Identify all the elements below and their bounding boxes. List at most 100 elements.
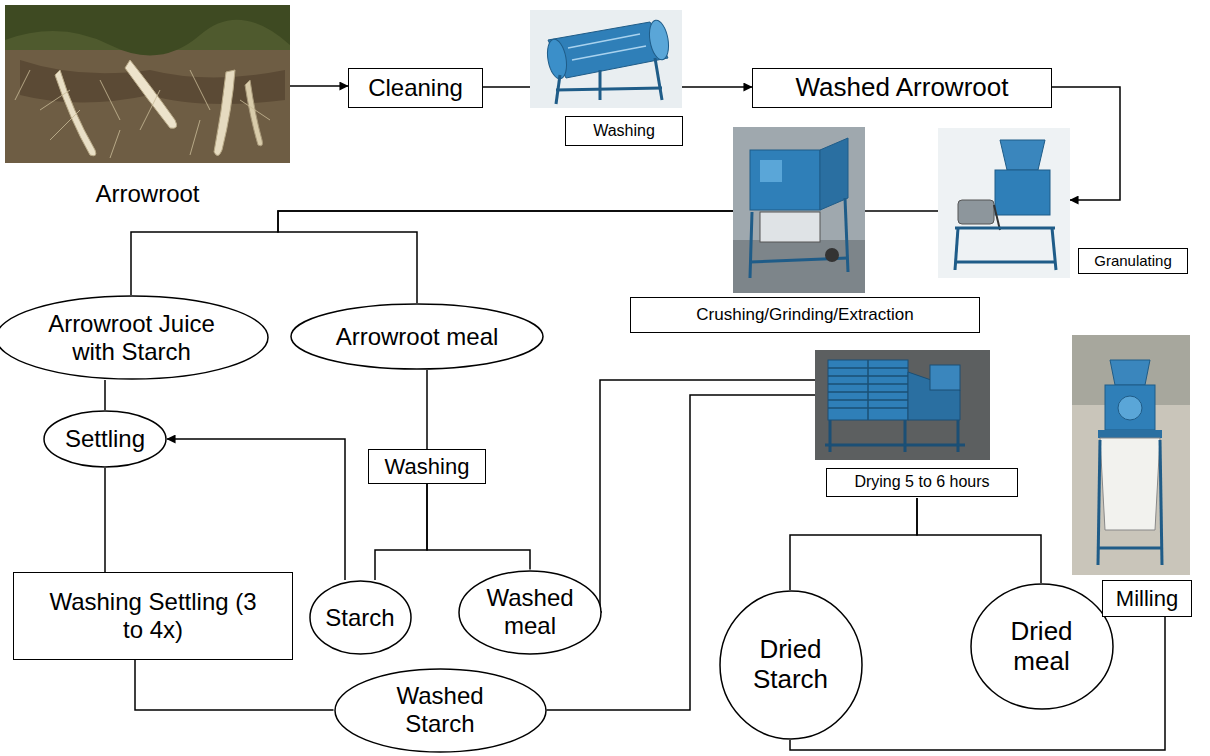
product-ellipse: Starch xyxy=(309,580,412,655)
node-text: Arrowroot xyxy=(95,180,199,208)
node-text: Cleaning xyxy=(368,74,463,102)
text-holder: Washed meal xyxy=(480,584,580,639)
granulator-body xyxy=(995,170,1050,215)
ellipse-shape xyxy=(971,584,1113,709)
machine-node: Washing xyxy=(530,10,682,108)
product-ellipse: Washed meal xyxy=(458,570,602,655)
granulator-photo xyxy=(938,128,1070,278)
photo-floor xyxy=(733,240,865,293)
node-text: Washing Settling (3 to 4x) xyxy=(48,588,258,643)
mill-hopper xyxy=(1110,360,1150,385)
node-text: Dried meal xyxy=(992,617,1092,677)
connector xyxy=(600,380,815,612)
photo-ground xyxy=(5,5,290,163)
rhizome xyxy=(125,60,177,128)
node-text: Drying 5 to 6 hours xyxy=(854,473,989,491)
crusher-body xyxy=(750,150,820,210)
product-ellipse: Dried meal xyxy=(970,583,1114,710)
step-label-box: Washing xyxy=(565,116,683,146)
mill-plate xyxy=(1118,396,1142,420)
mill-head xyxy=(1105,385,1155,430)
text-holder: Dried meal xyxy=(992,617,1092,677)
product-ellipse: Arrowroot Juice with Starch xyxy=(0,295,269,380)
node-text: Arrowroot Juice with Starch xyxy=(34,310,229,365)
arrowroot-photo xyxy=(5,5,290,163)
photo-ground xyxy=(1072,335,1190,575)
granulator-hopper xyxy=(1000,140,1045,170)
connector xyxy=(483,86,530,88)
crusher-tray xyxy=(760,212,820,242)
washer-shine xyxy=(568,34,646,60)
step-label-box: Drying 5 to 6 hours xyxy=(826,468,1018,497)
dryer-stand xyxy=(825,420,965,452)
ellipse-shape xyxy=(291,304,543,369)
granulator-belt xyxy=(994,205,1000,230)
crusher-window xyxy=(760,160,782,182)
washer-stand xyxy=(556,58,662,104)
connector xyxy=(1052,87,1120,200)
crusher-photo xyxy=(733,127,865,293)
crusher-wheel xyxy=(825,248,839,262)
photo-ground xyxy=(938,128,1070,278)
ellipse-shape xyxy=(44,411,166,467)
text-holder: Washed Starch xyxy=(365,682,515,737)
root-hairs xyxy=(15,70,270,158)
connector xyxy=(290,85,348,87)
washer-photo xyxy=(530,10,682,108)
connector xyxy=(278,211,733,303)
text-holder: Arrowroot xyxy=(5,180,290,208)
rhizome xyxy=(55,70,96,156)
dryer-cabinet xyxy=(828,360,908,420)
dryer-trays xyxy=(828,360,908,420)
product-ellipse: Arrowroot meal xyxy=(290,303,544,370)
ellipse-shape xyxy=(720,591,862,739)
crusher-stand xyxy=(750,198,848,278)
connector xyxy=(682,86,752,88)
process-box: Cleaning xyxy=(348,68,483,108)
text-holder: Dried Starch xyxy=(741,635,841,695)
connector xyxy=(167,439,345,580)
machine-node: Crushing/Grinding/Extraction xyxy=(733,127,865,293)
node-text: Settling xyxy=(65,425,145,453)
machine-node: Granulating xyxy=(938,128,1070,278)
node-text: Washing xyxy=(593,122,655,140)
text-holder: Arrowroot meal xyxy=(336,323,499,351)
node-text: Washed Starch xyxy=(365,682,515,737)
node-text: Washed meal xyxy=(480,584,580,639)
product-ellipse: Washed Starch xyxy=(334,668,547,753)
photo-foliage xyxy=(5,5,290,55)
product-ellipse: Settling xyxy=(43,410,167,468)
node-text: Crushing/Grinding/Extraction xyxy=(696,305,913,325)
connector xyxy=(865,210,938,212)
node-text: Starch xyxy=(325,604,394,632)
photo-ground xyxy=(733,127,865,293)
connector xyxy=(135,660,334,710)
mill-collar xyxy=(1098,430,1162,438)
step-label-box: Crushing/Grinding/Extraction xyxy=(630,297,980,333)
granulator-motor xyxy=(958,200,994,224)
connector xyxy=(426,370,428,449)
process-box: Milling xyxy=(1102,580,1192,617)
granulator-stand xyxy=(955,228,1056,270)
photo-ground xyxy=(530,10,682,108)
process-box: Washed Arrowroot xyxy=(752,68,1052,108)
dryer-fan xyxy=(930,365,960,390)
dryer-photo xyxy=(815,350,990,460)
text-holder: Settling xyxy=(65,425,145,453)
product-ellipse: Dried Starch xyxy=(719,590,863,740)
mill-bin xyxy=(1100,438,1160,530)
node-text: Washing xyxy=(385,454,470,479)
step-label-box: Granulating xyxy=(1078,248,1188,274)
ellipse-shape xyxy=(459,571,601,654)
node-text: Granulating xyxy=(1094,252,1172,269)
ellipse-shape xyxy=(0,296,268,379)
connector xyxy=(104,380,106,410)
text-holder: Arrowroot Juice with Starch xyxy=(34,310,229,365)
process-box: Washing xyxy=(368,449,486,484)
mill-photo xyxy=(1072,335,1190,575)
connector xyxy=(917,498,1041,583)
connector xyxy=(790,498,917,590)
photo-node: Arrowroot xyxy=(5,5,290,210)
washer-drum-end xyxy=(545,38,570,81)
